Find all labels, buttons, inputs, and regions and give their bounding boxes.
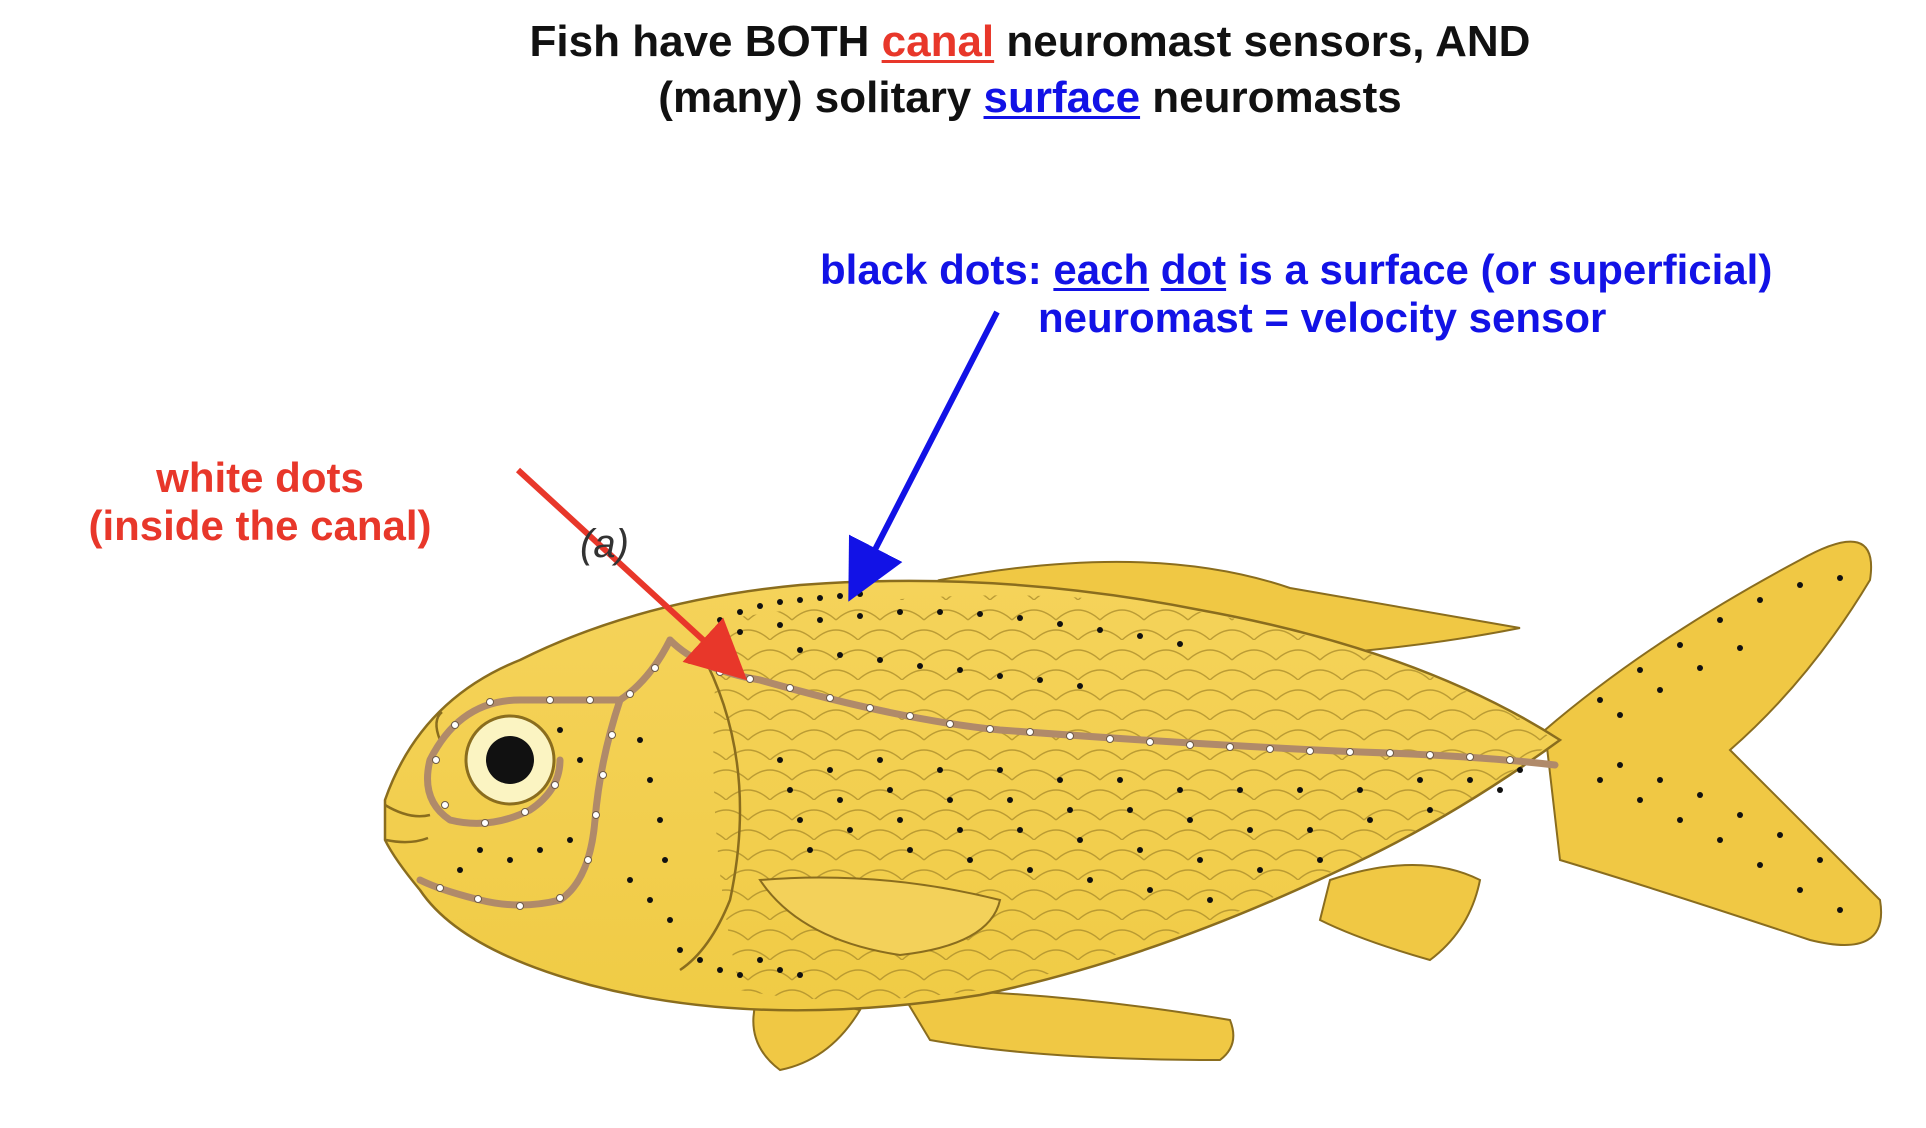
pelvic-fin — [898, 988, 1235, 1062]
figure-label: (a) — [580, 522, 629, 566]
mouth — [384, 803, 431, 844]
canal-pores — [432, 656, 1514, 910]
pectoral-fin — [758, 876, 1002, 957]
slide-title: Fish have BOTH canal neuromast sensors, … — [0, 14, 1926, 126]
red-pointer-arrow — [515, 467, 748, 681]
fish-eye-pupil — [486, 736, 534, 784]
surface-keyword: surface — [983, 73, 1141, 122]
canal-neuromast-label: white dots (inside the canal) — [88, 454, 432, 549]
blue-pointer-arrow — [848, 310, 1000, 602]
canal-keyword: canal — [881, 17, 995, 66]
anal-fin — [1318, 864, 1482, 962]
title-line-2: (many) solitary surface neuromasts — [658, 73, 1402, 122]
nostril-barbel — [435, 711, 443, 741]
surface-neuromast-label: black dots: each dot is a surface (or su… — [820, 246, 1773, 341]
gill-cover — [679, 649, 742, 972]
caudal-fin — [1543, 540, 1883, 946]
title-line-1: Fish have BOTH canal neuromast sensors, … — [529, 17, 1531, 66]
